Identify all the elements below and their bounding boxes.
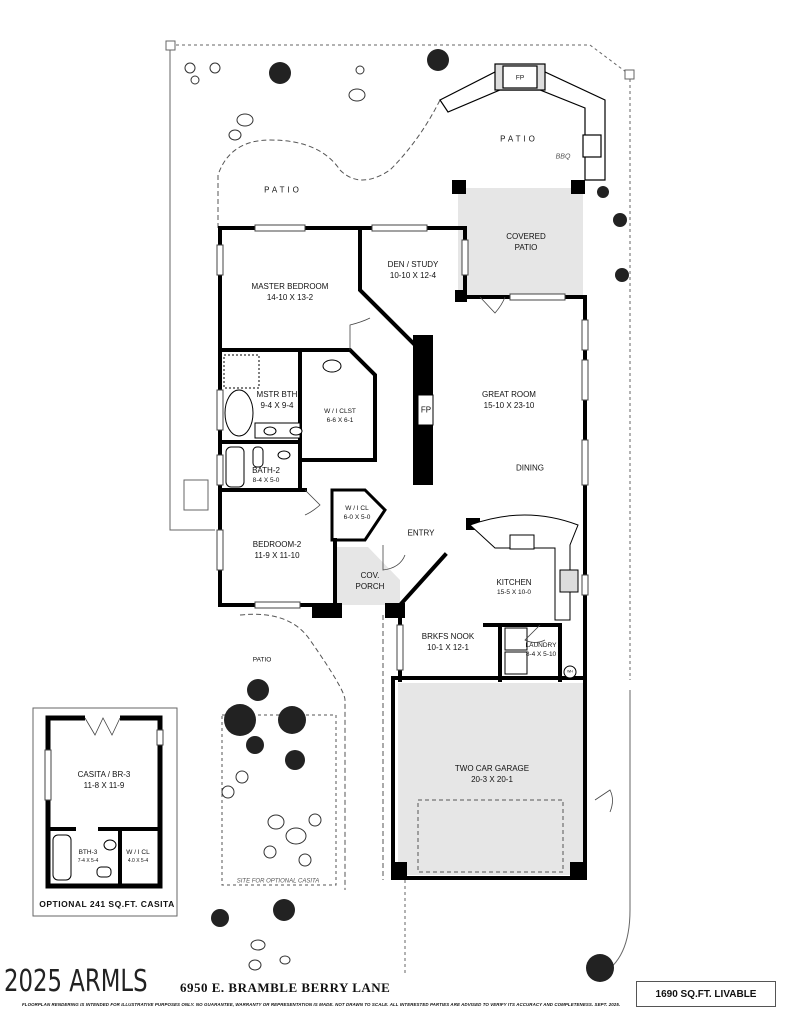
stepping-stones xyxy=(184,62,366,971)
label-outdoor-fp: FP xyxy=(515,74,525,82)
property-lines xyxy=(165,40,635,976)
casita-title: OPTIONAL 241 SQ.FT. CASITA xyxy=(39,899,175,909)
watermark: 2025 ARMLS xyxy=(4,964,148,999)
covered-areas xyxy=(337,188,583,875)
label-patio-top: PATIO xyxy=(500,134,538,144)
label-patio-front: PATIO xyxy=(252,656,272,664)
patio-outlines xyxy=(217,99,441,890)
property-address: 6950 E. BRAMBLE BERRY LANE xyxy=(180,980,391,995)
label-covered-patio: COVERED PATIO xyxy=(506,232,546,252)
label-entry: ENTRY xyxy=(407,528,435,538)
label-dining: DINING xyxy=(516,463,544,473)
label-cov-porch: COV. PORCH xyxy=(355,571,385,591)
landscaping xyxy=(211,49,629,982)
label-water-heater: WH xyxy=(567,669,573,674)
label-patio-left: PATIO xyxy=(264,185,302,195)
fireplace xyxy=(417,394,434,426)
disclaimer: FLOORPLAN RENDERING IS INTENDED FOR ILLU… xyxy=(22,1002,621,1007)
label-casita-site: SITE FOR OPTIONAL CASITA xyxy=(236,878,320,885)
door-swings xyxy=(304,296,613,813)
casita-drawing xyxy=(32,707,178,917)
garage-door xyxy=(417,799,564,873)
label-bbq: BBQ xyxy=(555,153,571,161)
livable-area-badge: 1690 SQ.FT. LIVABLE xyxy=(636,981,776,1007)
label-fireplace: FP xyxy=(420,405,432,415)
windows xyxy=(216,224,589,671)
fixtures xyxy=(223,354,579,679)
